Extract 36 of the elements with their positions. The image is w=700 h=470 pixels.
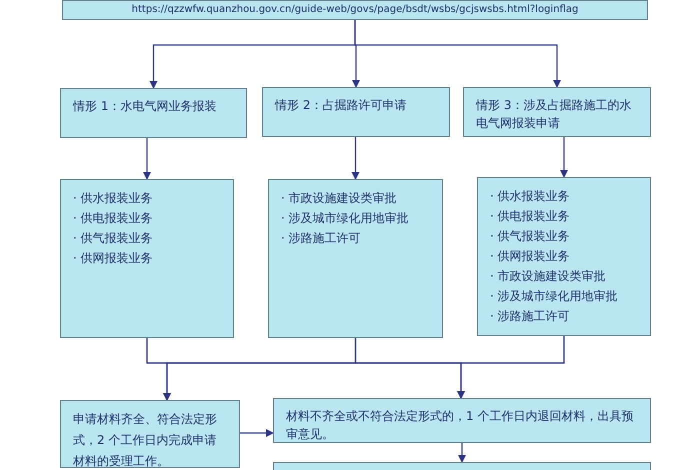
list-item: · 市政设施建设类审批: [281, 190, 398, 207]
list-box: [268, 179, 443, 338]
list-item: · 供水报装业务: [73, 190, 154, 207]
step-text: 材料不齐全或不符合法定形式的，1 个工作日内退回材料，出具预审意见。: [286, 408, 634, 443]
list-item: · 供网报装业务: [73, 250, 154, 267]
case-title: 情形 1：水电气网业务报装: [73, 98, 218, 115]
list-item: · 市政设施建设类审批: [490, 268, 607, 285]
list-box: [477, 177, 651, 336]
process-box: [273, 398, 651, 443]
list-item: · 供水报装业务: [490, 188, 571, 205]
list-item: · 供气报装业务: [73, 230, 154, 247]
arrow: [352, 137, 360, 180]
case-box: [262, 87, 450, 137]
arrow: [457, 336, 565, 399]
list-item: · 涉及城市绿化用地审批: [281, 210, 410, 227]
list-item: · 供电报装业务: [490, 208, 571, 225]
process-box: [60, 400, 240, 468]
url-text: https://qzzwfw.quanzhou.gov.cn/guide-web/govs/page/bsdt/wsbs/gcjswsbs.html?loginflag: [132, 3, 578, 17]
list-box: [60, 179, 234, 338]
url-box: [62, 0, 648, 20]
arrow: [560, 137, 568, 178]
list-item: · 涉路施工许可: [490, 308, 571, 325]
case-box: [60, 88, 247, 138]
arrow: [458, 443, 466, 463]
arrow: [240, 429, 274, 437]
list-item: · 供网报装业务: [490, 248, 571, 265]
list-item: · 供电报装业务: [73, 210, 154, 227]
case-title: 情形 2：占掘路许可申请: [275, 97, 408, 114]
list-item: · 涉路施工许可: [281, 230, 362, 247]
case-title: 情形 3：涉及占掘路施工的水电气网报装申请: [476, 97, 632, 132]
arrow: [143, 138, 151, 180]
arrow: [354, 20, 561, 88]
list-item: · 涉及城市绿化用地审批: [490, 288, 619, 305]
step-text: 申请材料齐全、符合法定形式，2 个工作日内完成申请材料的受理工作。: [73, 411, 218, 470]
list-item: · 供气报装业务: [490, 228, 571, 245]
case-box: [463, 87, 651, 137]
